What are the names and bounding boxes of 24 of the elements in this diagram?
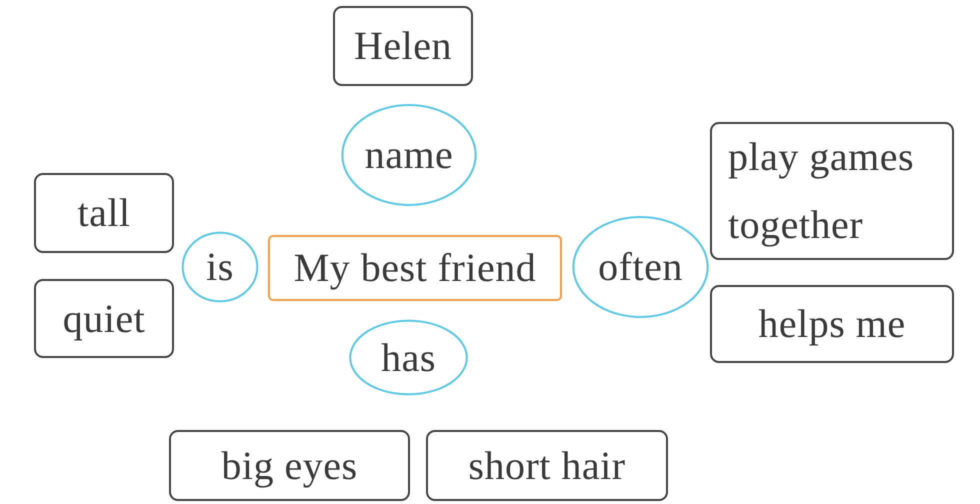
- node-text: often: [598, 244, 683, 290]
- word-card: [169, 430, 410, 501]
- word-ellipse: [572, 216, 709, 318]
- node-text: short hair: [468, 442, 626, 488]
- topic-box: [268, 235, 562, 301]
- word-card: [34, 279, 174, 358]
- word-ellipse: [349, 320, 468, 395]
- word-card: [34, 173, 174, 253]
- node-text: My best friend: [294, 245, 536, 291]
- word-card: [710, 285, 954, 363]
- node-text: has: [381, 334, 436, 380]
- word-card: [710, 122, 954, 260]
- word-ellipse: [182, 232, 258, 302]
- word-card: [333, 6, 473, 86]
- node-text: big eyes: [221, 442, 358, 488]
- node-text: quiet: [62, 296, 146, 342]
- node-text: Helen: [354, 23, 452, 69]
- node-text: is: [206, 244, 234, 290]
- word-card: [426, 430, 668, 501]
- node-text: tall: [77, 190, 131, 236]
- node-text: name: [364, 132, 454, 178]
- node-text: helps me: [758, 301, 906, 347]
- node-text: play games together: [728, 133, 916, 249]
- word-ellipse: [341, 104, 477, 206]
